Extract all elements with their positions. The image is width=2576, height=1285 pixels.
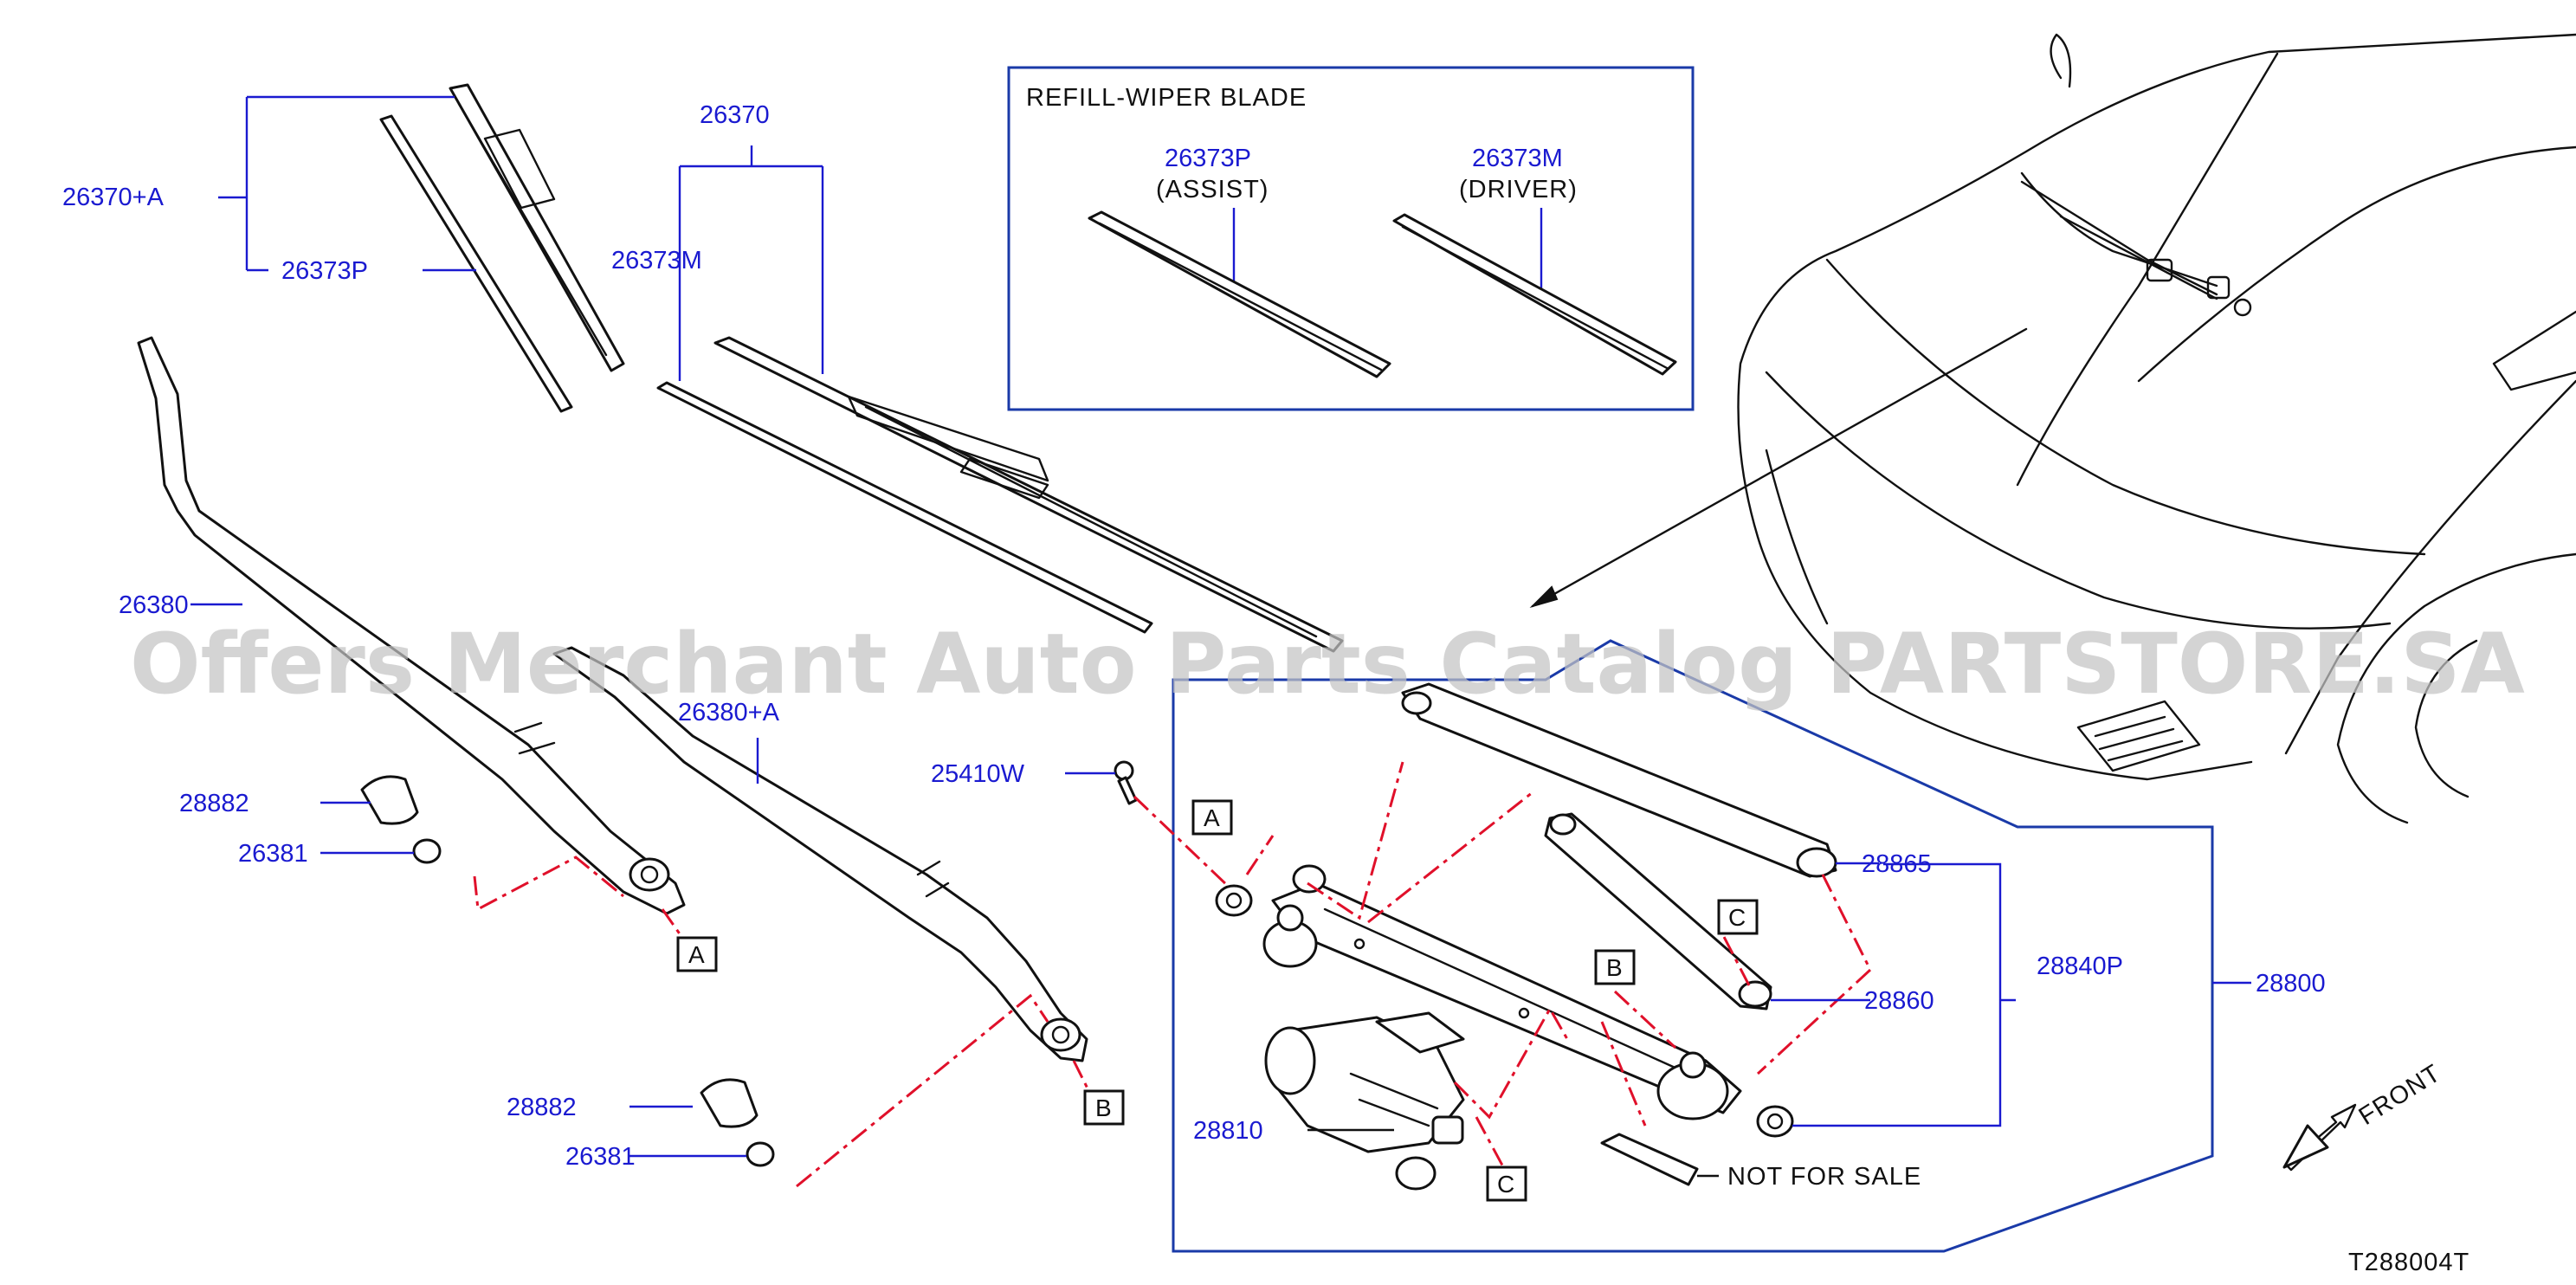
car-illustration — [1737, 33, 2576, 824]
bolt-25410W — [1114, 760, 1138, 805]
wiper-motor-28810 — [1264, 1011, 1465, 1191]
label-28882-upper: 28882 — [179, 790, 249, 817]
tag-box-a-left — [676, 936, 718, 972]
label-26381-lower: 26381 — [565, 1143, 636, 1171]
driver-wiper-arm — [137, 336, 686, 915]
linkage-frame — [1172, 639, 2214, 1253]
tag-b-left: B — [1095, 1095, 1112, 1121]
pivot-right — [1656, 1051, 1794, 1138]
label-28882-lower: 28882 — [507, 1094, 577, 1121]
tag-box-b-right — [1594, 949, 1636, 985]
label-28810: 28810 — [1193, 1117, 1263, 1145]
callout-arrow-line — [1531, 327, 2028, 608]
cap-28882-upper — [360, 775, 419, 825]
tag-a-right: A — [1204, 804, 1220, 831]
front-direction-indicator: FRONT — [2282, 1059, 2446, 1172]
watermark: Offers Merchant Auto Parts Catalog PARTS… — [130, 616, 2525, 713]
assist-wiper-blade — [379, 83, 625, 413]
nut-26381-lower — [746, 1141, 775, 1167]
label-26380: 26380 — [119, 591, 189, 619]
label-26370A: 26370+A — [62, 184, 165, 211]
label-28840P: 28840P — [2037, 952, 2123, 980]
refill-box-frame — [1007, 66, 1695, 411]
label-26370: 26370 — [700, 101, 770, 129]
cap-28882-lower — [700, 1078, 759, 1128]
label-not-for-sale: NOT FOR SALE — [1727, 1163, 1921, 1191]
refill-assist-part-number: 26373P — [1165, 145, 1251, 172]
callout-arrowhead — [1529, 585, 1559, 609]
refill-driver-part-number: 26373M — [1472, 145, 1563, 172]
label-28800: 28800 — [2256, 970, 2326, 998]
part-labels: 26370+A 26373P 26370 26373M 26380 26380+… — [62, 101, 2469, 1276]
label-26373P: 26373P — [281, 257, 368, 285]
tag-box-b-left — [1083, 1089, 1125, 1126]
refill-strip-driver — [1392, 213, 1677, 376]
reference-tags: A B A B C C — [676, 799, 1759, 1202]
linkage-rod-28860 — [1544, 812, 1772, 1011]
refill-strip-assist — [1088, 210, 1391, 378]
assist-wiper-arm — [552, 646, 1088, 1062]
tag-c-upper: C — [1728, 904, 1746, 931]
diagram-code: T288004T — [2348, 1249, 2469, 1276]
motor-bracket — [1600, 1133, 1699, 1186]
refill-box-title: REFILL-WIPER BLADE — [1026, 84, 1307, 112]
label-25410W: 25410W — [931, 760, 1025, 788]
label-26373M: 26373M — [611, 247, 702, 274]
label-28865: 28865 — [1862, 850, 1932, 878]
tag-c-lower: C — [1497, 1171, 1514, 1198]
nut-26381-upper — [412, 838, 442, 864]
tag-box-a-right — [1191, 799, 1233, 836]
label-26381-upper: 26381 — [238, 840, 308, 868]
refill-driver-label: (DRIVER) — [1459, 176, 1578, 203]
leader-lines — [190, 95, 2251, 1178]
label-28860: 28860 — [1864, 987, 1934, 1015]
tag-box-c-lower — [1486, 1166, 1527, 1202]
tag-box-c-upper — [1717, 899, 1759, 935]
tag-b-right: B — [1606, 954, 1623, 981]
pivot-left — [1215, 864, 1327, 968]
driver-wiper-blade — [656, 336, 1344, 653]
linkage-rod-28865 — [1401, 682, 1837, 878]
label-26380A: 26380+A — [678, 699, 780, 726]
refill-assist-label: (ASSIST) — [1156, 176, 1269, 203]
reference-lines — [473, 761, 1872, 1188]
tag-a-left: A — [688, 941, 705, 968]
front-label: FRONT — [2354, 1059, 2446, 1131]
